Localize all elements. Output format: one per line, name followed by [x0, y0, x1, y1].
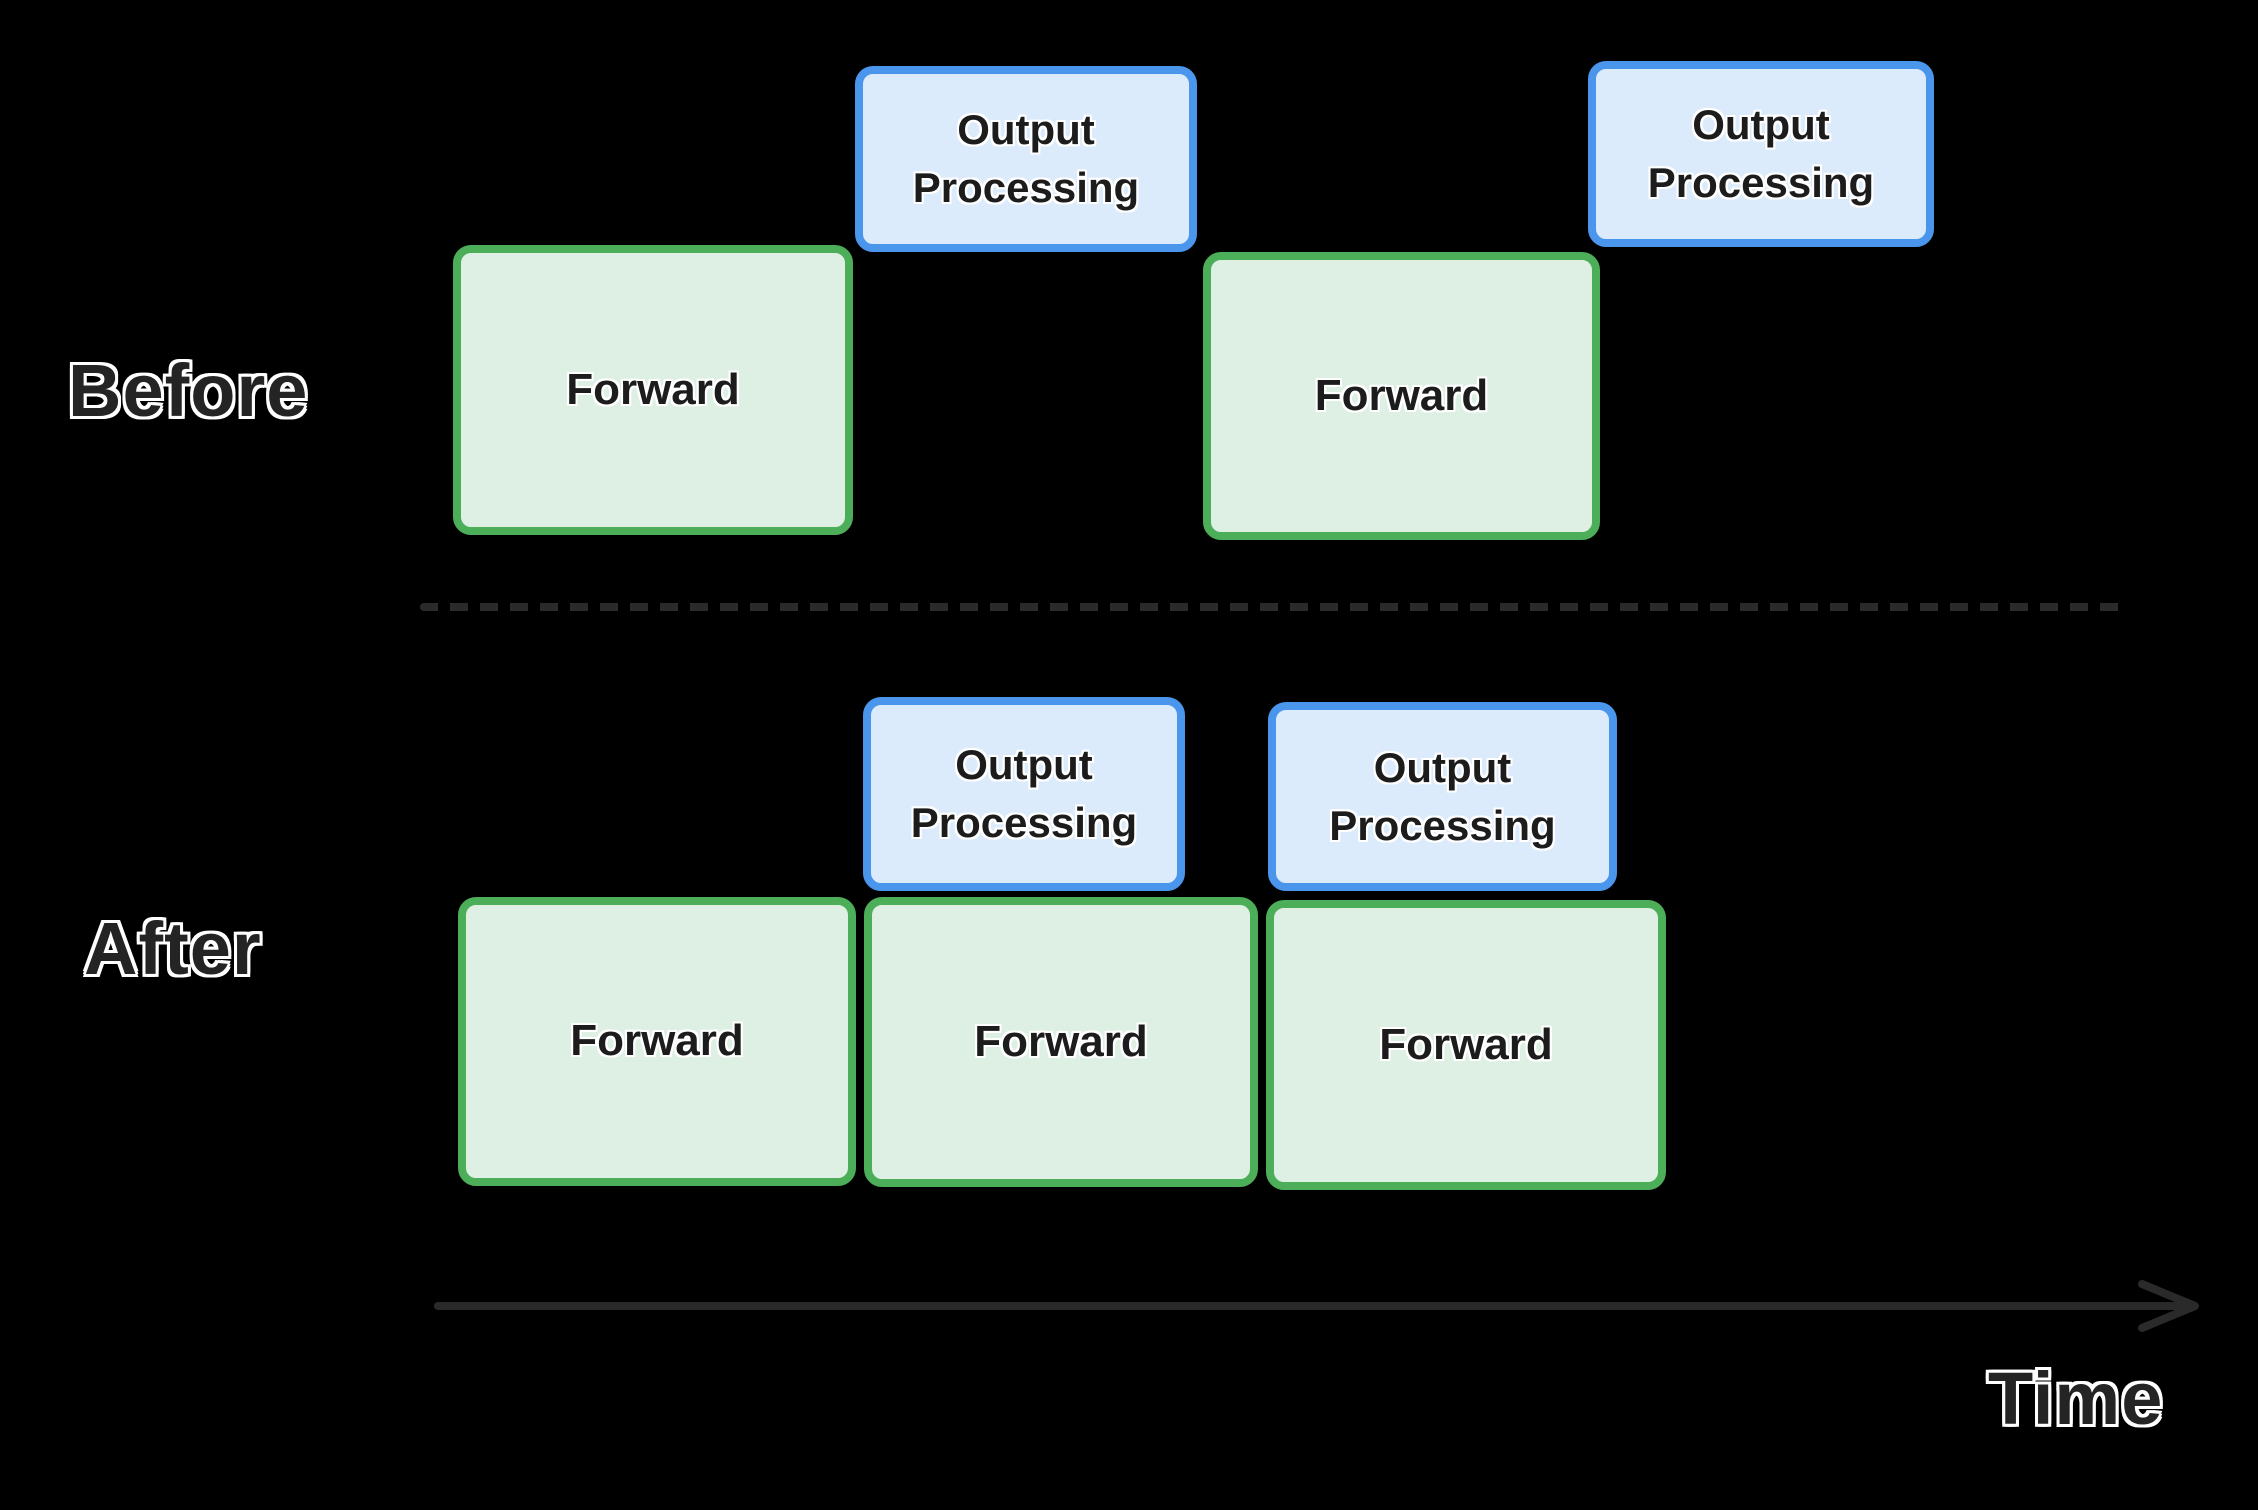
- time-axis-label: Time: [1988, 1357, 2164, 1440]
- forward-block: Forward: [1266, 900, 1666, 1190]
- forward-block-label: Forward: [566, 364, 740, 414]
- forward-block: Forward: [864, 897, 1258, 1187]
- forward-block-label: Forward: [1379, 1019, 1553, 1069]
- output-processing-block-label: Output Processing: [1647, 101, 1875, 206]
- output-processing-block: Output Processing: [1268, 702, 1617, 891]
- forward-block: Forward: [453, 245, 853, 535]
- output-processing-block-label: Output Processing: [1329, 743, 1556, 849]
- forward-block-label: Forward: [974, 1016, 1148, 1066]
- output-processing-block: Output Processing: [1588, 61, 1934, 247]
- row-label-before: Before: [68, 349, 309, 432]
- time-axis-arrow: [434, 1280, 2199, 1332]
- forward-block-label: Forward: [1314, 370, 1489, 420]
- output-processing-block: Output Processing: [855, 66, 1197, 252]
- output-processing-block-label: Output Processing: [912, 106, 1140, 211]
- row-divider-dashed-line: [420, 603, 2126, 611]
- output-processing-block-label: Output Processing: [910, 741, 1138, 846]
- forward-block-label: Forward: [570, 1016, 744, 1066]
- row-label-after: After: [84, 907, 262, 990]
- output-processing-block: Output Processing: [863, 697, 1185, 891]
- forward-block: Forward: [1203, 252, 1600, 540]
- forward-block: Forward: [458, 897, 856, 1186]
